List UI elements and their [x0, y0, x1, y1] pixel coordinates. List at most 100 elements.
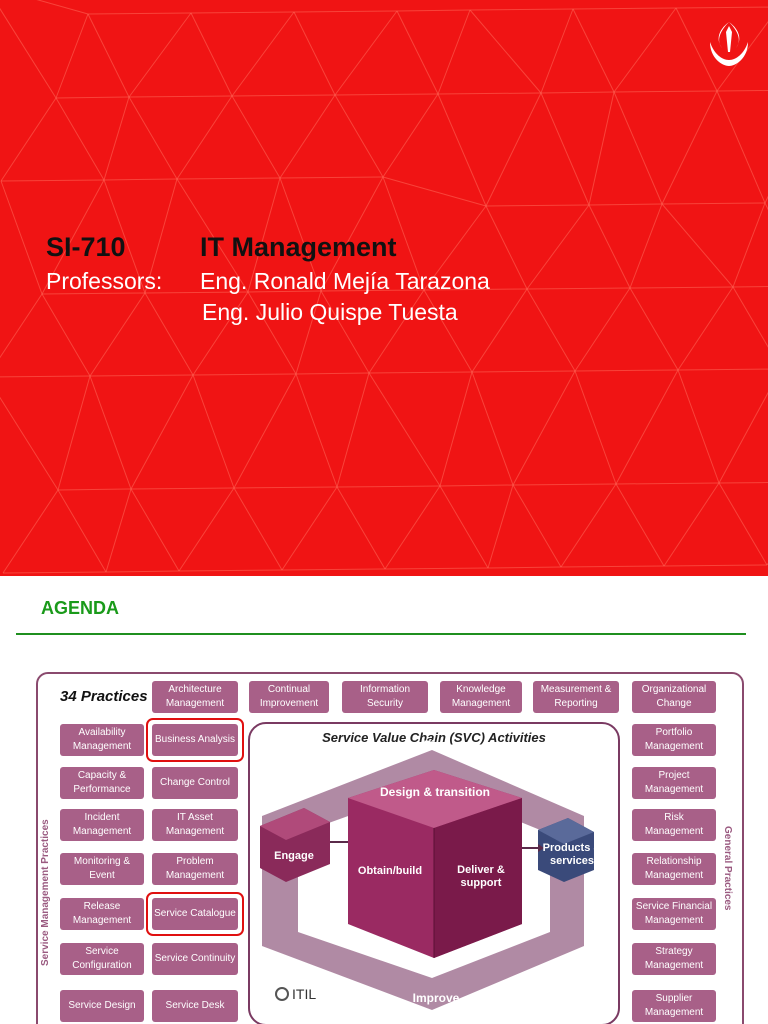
network-line — [281, 568, 386, 571]
practice-project: Project Management — [632, 767, 716, 799]
network-line — [675, 7, 718, 92]
network-line — [560, 565, 665, 568]
network-line — [512, 370, 576, 486]
network-line — [176, 177, 281, 180]
svc-improve-label: Improve — [413, 991, 460, 1005]
practice-organizational-change: Organizational Change — [632, 681, 716, 713]
network-line — [190, 12, 233, 97]
network-line — [439, 485, 489, 569]
itil-logo-text: ITIL — [292, 986, 317, 1002]
service-management-practices-label: Service Management Practices — [40, 819, 51, 966]
network-line — [2, 489, 59, 574]
network-line — [55, 96, 130, 99]
network-line — [732, 286, 768, 348]
network-line — [487, 566, 562, 569]
practice-availability: Availability Management — [60, 724, 144, 756]
network-line — [663, 564, 768, 567]
network-line — [279, 176, 384, 179]
network-line — [588, 91, 615, 206]
itil-circle-icon — [275, 987, 289, 1001]
network-line — [677, 368, 768, 371]
network-line — [105, 488, 132, 573]
network-line — [320, 289, 425, 292]
network-line — [57, 489, 107, 573]
network-line — [716, 90, 768, 92]
heading-underline — [16, 633, 746, 635]
network-line — [320, 176, 384, 292]
network-line — [384, 567, 489, 570]
network-line — [423, 289, 473, 373]
network-line — [295, 373, 338, 488]
network-line — [437, 93, 487, 207]
network-line — [0, 179, 105, 182]
network-line — [574, 370, 617, 485]
network-line — [526, 204, 590, 290]
network-line — [87, 12, 192, 15]
network-line — [334, 10, 398, 96]
network-line — [130, 374, 194, 490]
network-line — [178, 569, 283, 572]
network-line — [615, 369, 679, 485]
practice-monitoring: Monitoring & Event — [60, 853, 144, 885]
highlight-service-catalogue — [146, 892, 244, 936]
network-line — [718, 482, 768, 484]
network-line — [231, 11, 295, 97]
network-line — [144, 178, 178, 294]
svc-products-label: Products & services — [542, 842, 602, 867]
network-line — [677, 286, 734, 371]
practice-change-control: Change Control — [152, 767, 238, 799]
network-line — [192, 291, 249, 376]
network-line — [334, 93, 439, 96]
network-line — [661, 203, 734, 288]
network-line — [588, 203, 663, 206]
itil-logo: ITIL — [274, 986, 316, 1002]
network-line — [247, 290, 322, 293]
practice-knowledge: Knowledge Management — [440, 681, 522, 713]
network-line — [382, 176, 487, 207]
network-line — [144, 292, 194, 376]
network-line — [89, 292, 146, 377]
network-line — [334, 94, 384, 178]
network-line — [231, 95, 281, 179]
network-line — [0, 396, 59, 491]
svc-title: Service Value Chain (SVC) Activities — [322, 730, 546, 745]
network-line — [615, 483, 665, 567]
network-line — [233, 373, 297, 489]
network-line — [247, 177, 281, 293]
practice-measurement: Measurement & Reporting — [533, 681, 619, 713]
network-line — [382, 176, 425, 291]
network-line — [190, 11, 295, 14]
practice-relationship: Relationship Management — [632, 853, 716, 885]
network-line — [471, 288, 528, 373]
practice-problem: Problem Management — [152, 853, 238, 885]
network-line — [368, 371, 473, 374]
network-line — [423, 205, 487, 291]
network-line — [130, 487, 235, 490]
title-slide: SI-710 IT Management Professors: Eng. Ro… — [0, 0, 768, 576]
network-line — [485, 205, 528, 290]
network-line — [663, 482, 720, 567]
network-line — [540, 8, 574, 94]
network-line — [55, 97, 105, 181]
network-line — [87, 13, 130, 98]
network-line — [540, 92, 590, 206]
network-line — [41, 292, 146, 295]
network-line — [103, 178, 178, 181]
svc-plan-label: Plan — [423, 738, 448, 752]
network-line — [613, 7, 677, 93]
network-line — [128, 95, 233, 98]
network-line — [512, 484, 562, 568]
university-logo-icon — [710, 22, 748, 66]
network-line — [89, 375, 132, 490]
network-line — [2, 571, 107, 574]
practice-strategy: Strategy Management — [632, 943, 716, 975]
network-line — [0, 7, 57, 99]
network-line — [485, 92, 542, 207]
network-line — [0, 375, 91, 378]
practices-title: 34 Practices — [60, 688, 148, 705]
network-line — [526, 288, 576, 372]
network-line — [629, 203, 663, 289]
network-line — [629, 286, 734, 289]
network-line — [396, 9, 471, 12]
network-line — [130, 488, 180, 572]
